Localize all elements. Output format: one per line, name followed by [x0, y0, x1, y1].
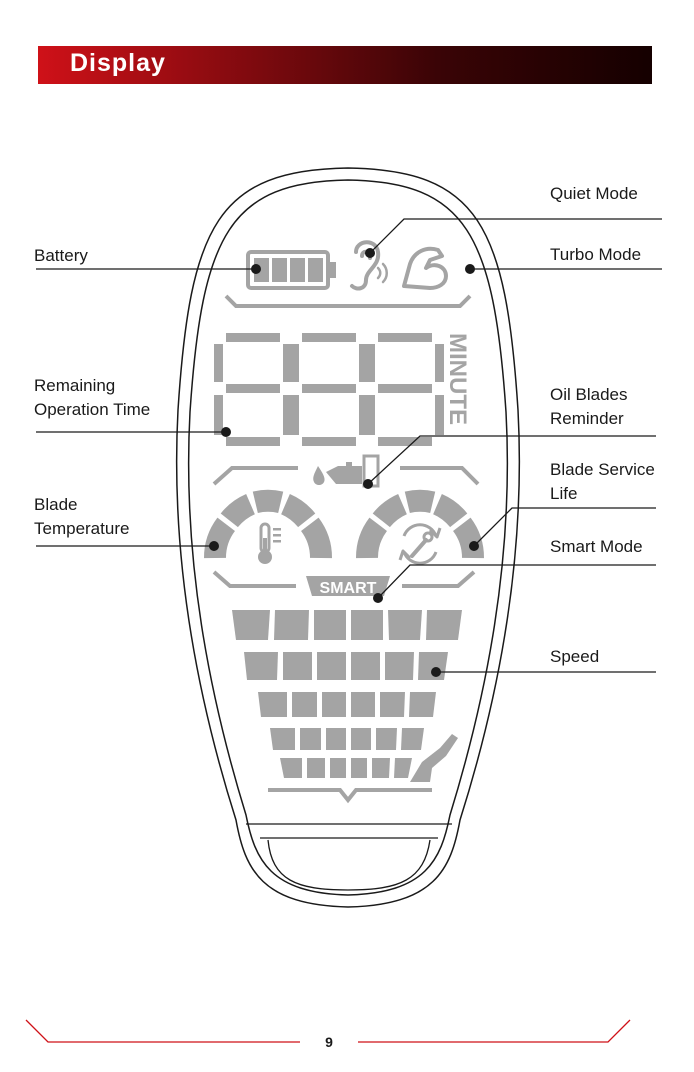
footer-line-right: [358, 1020, 630, 1042]
page-number: 9: [325, 1034, 333, 1050]
label-speed: Speed: [550, 647, 599, 666]
label-remaining-line2: Operation Time: [34, 400, 150, 419]
digit-3: [366, 333, 444, 446]
device-bottom-cap-line: [246, 824, 452, 890]
footer-line-left: [26, 1020, 300, 1042]
digit-2: [290, 333, 368, 446]
battery-icon: [248, 252, 336, 288]
middle-bracket-left: [214, 468, 298, 484]
lower-bracket-left: [214, 572, 296, 586]
label-blade-service-line1: Blade Service: [550, 460, 655, 479]
label-oil-line2: Reminder: [550, 409, 624, 428]
smart-label: SMART: [320, 580, 377, 597]
leader-turbo-mode: [465, 264, 662, 274]
label-blade-temp-line2: Temperature: [34, 519, 129, 538]
middle-bracket-right: [400, 468, 478, 484]
label-battery: Battery: [34, 246, 88, 265]
label-remaining-line1: Remaining: [34, 376, 115, 395]
speed-row-5: [280, 758, 412, 778]
label-oil-line1: Oil Blades: [550, 385, 627, 404]
label-blade-service-line2: Life: [550, 484, 577, 503]
label-quiet-mode: Quiet Mode: [550, 184, 638, 203]
muscle-arm-icon: [404, 249, 446, 288]
thermometer-icon: [258, 524, 281, 564]
upper-bracket: [226, 296, 470, 306]
label-blade-temp-line1: Blade: [34, 495, 77, 514]
speed-row-2: [244, 652, 448, 680]
leader-remaining-time: [36, 427, 231, 437]
label-turbo-mode: Turbo Mode: [550, 245, 641, 264]
minute-label: MINUTE: [444, 333, 471, 425]
label-smart-mode: Smart Mode: [550, 537, 643, 556]
lower-bracket-right: [402, 572, 474, 586]
leader-speed: [431, 667, 656, 677]
speed-row-4: [270, 728, 424, 750]
wrench-cycle-icon: [400, 525, 440, 564]
speed-row-3: [258, 692, 436, 717]
speed-row-1: [232, 610, 462, 640]
speed-baseline: [268, 790, 432, 800]
leader-battery: [36, 264, 261, 274]
